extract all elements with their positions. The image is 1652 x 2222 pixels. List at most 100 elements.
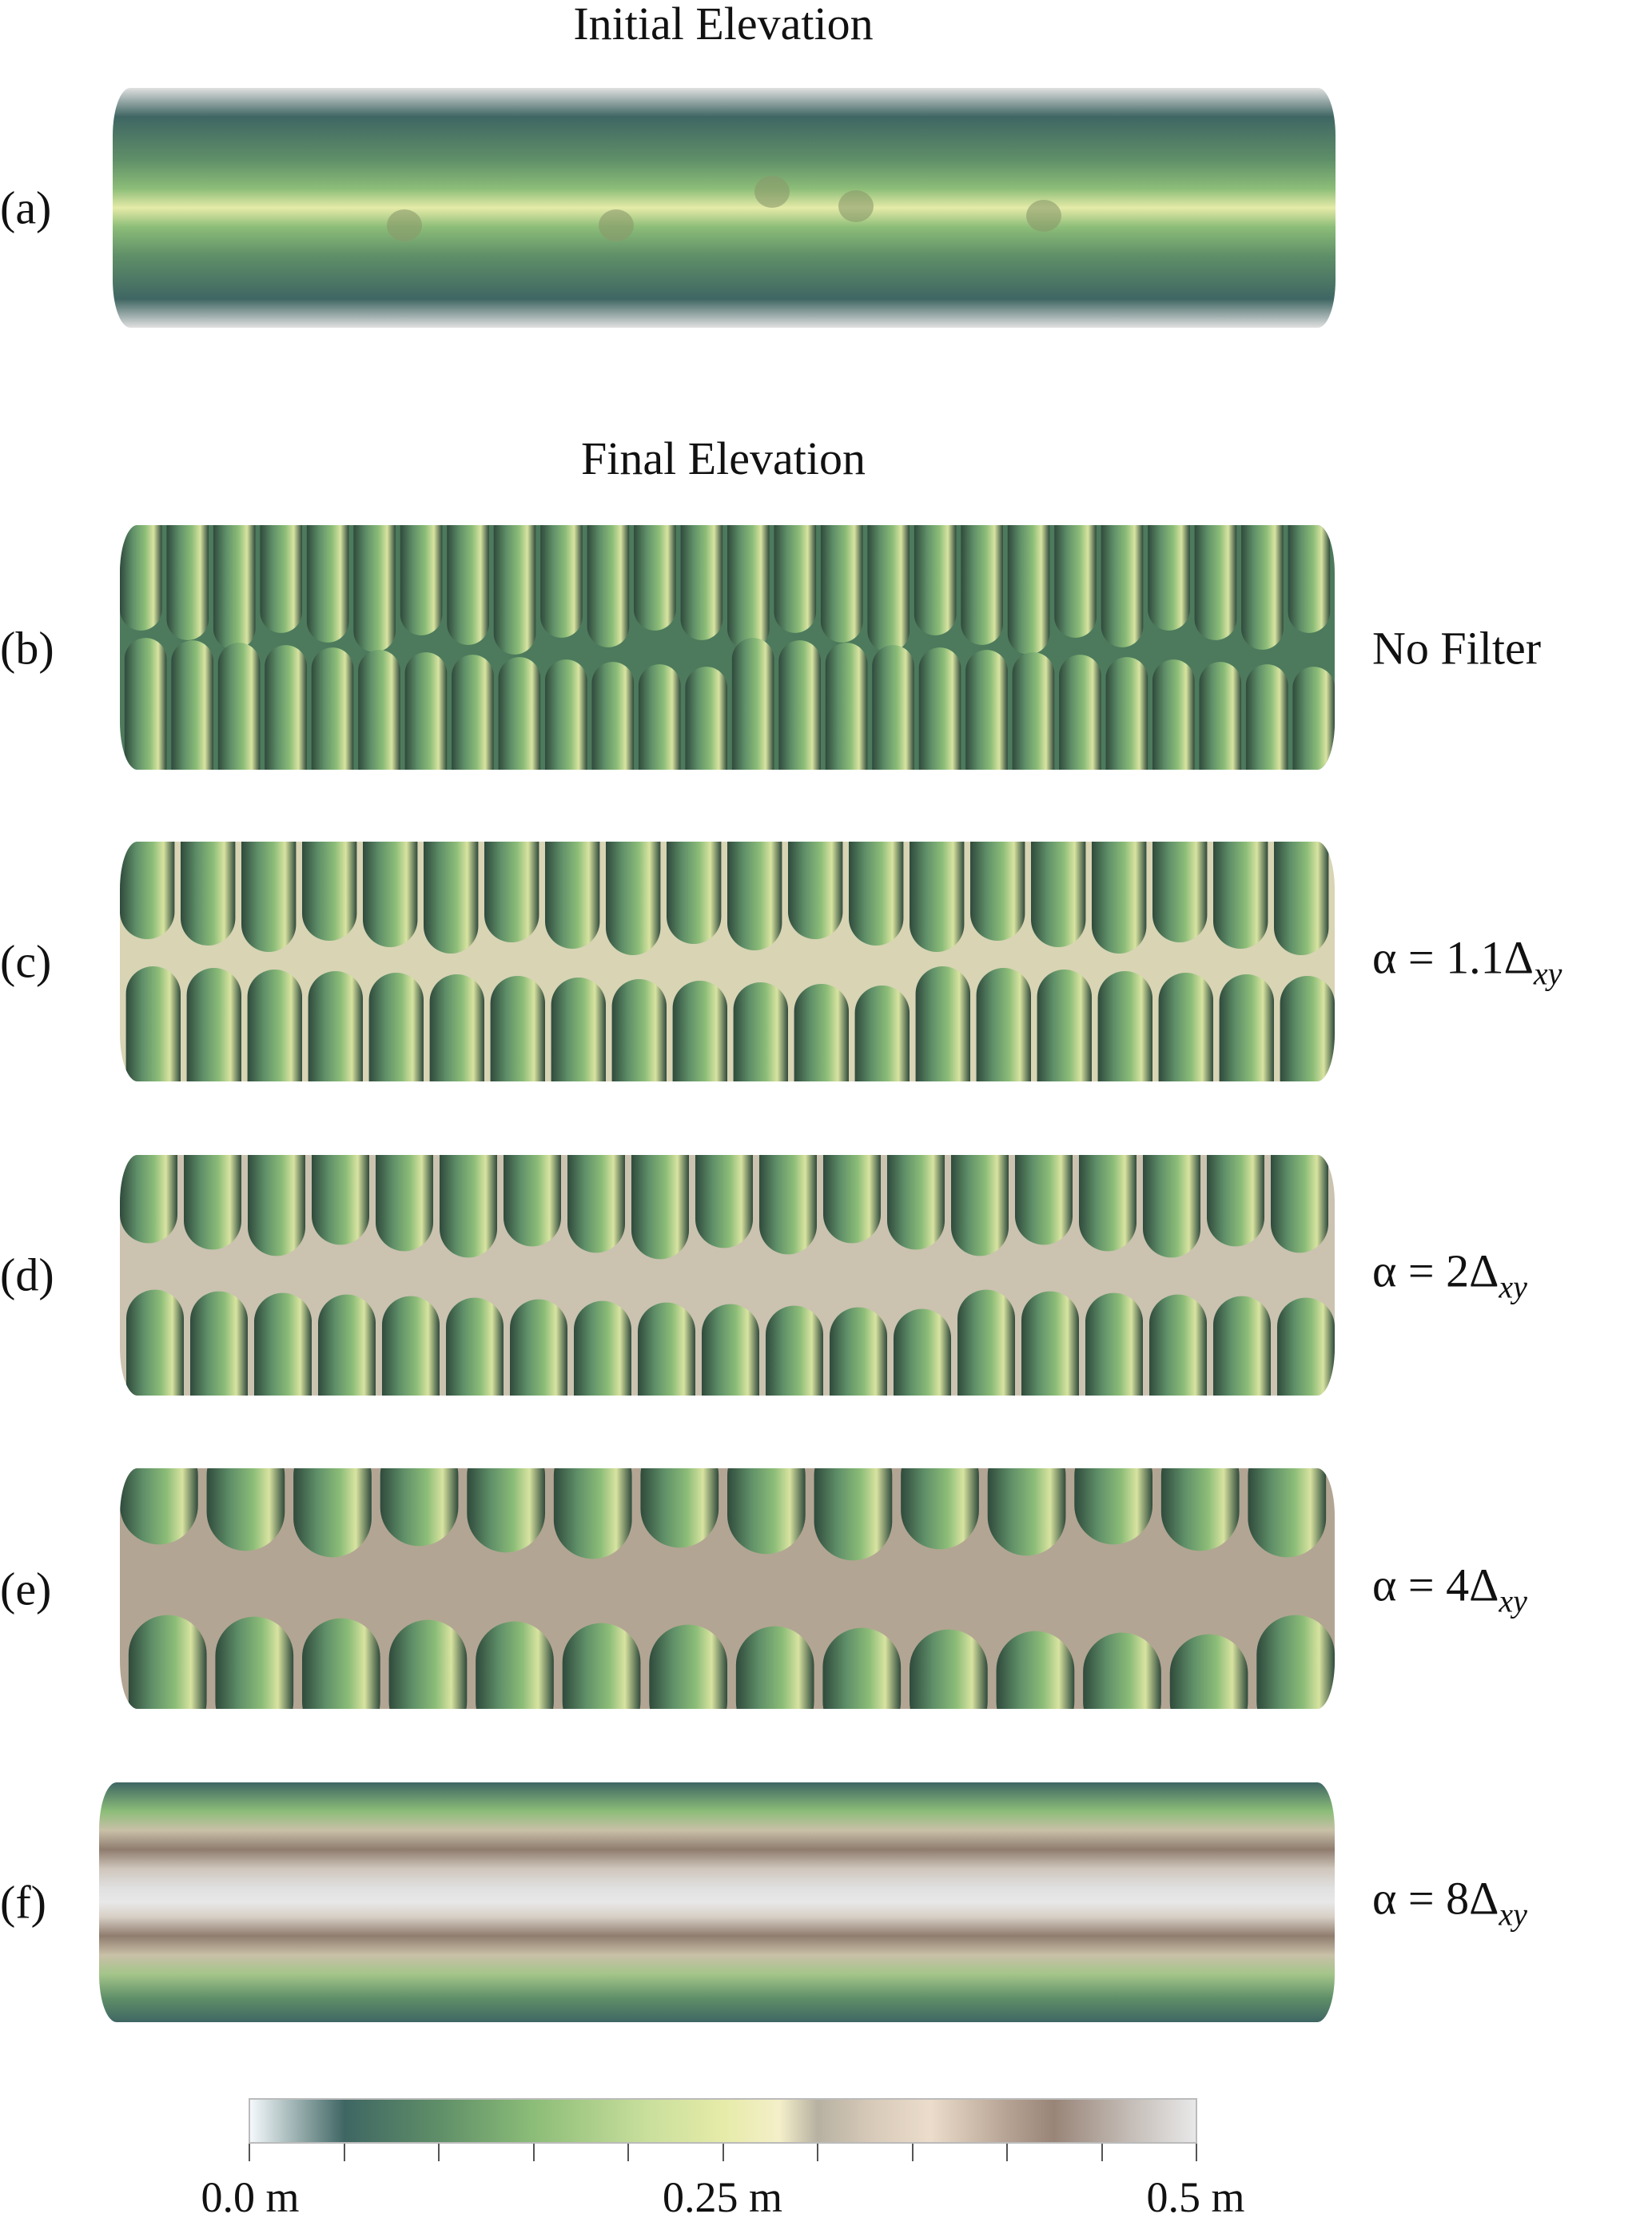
- filter-label-b: No Filter: [1372, 622, 1542, 675]
- ripple-bottom: [368, 973, 424, 1081]
- ripple-bottom: [1085, 1292, 1143, 1396]
- ripple-top: [166, 525, 209, 640]
- ripple-top: [640, 1468, 719, 1548]
- ripple-bottom: [1083, 1632, 1161, 1709]
- ripple-top: [400, 525, 443, 635]
- ripple-bottom: [778, 640, 821, 770]
- ripple-top: [634, 525, 676, 631]
- ripple-top: [695, 1155, 753, 1248]
- ripple-bottom: [490, 976, 546, 1081]
- ripple-bottom: [766, 1305, 823, 1396]
- ripple-top: [914, 525, 957, 635]
- ripple-bottom: [638, 664, 681, 770]
- ripple-bottom: [1245, 664, 1288, 770]
- ripple-bottom: [452, 655, 494, 770]
- ripple-top: [1152, 842, 1208, 942]
- ripple-bottom: [308, 971, 364, 1081]
- ripple-bottom: [1158, 973, 1213, 1081]
- ripple-bottom: [1213, 1296, 1271, 1396]
- ripple-top: [120, 842, 175, 939]
- ripple-bottom: [918, 647, 961, 770]
- ripple-bottom: [574, 1300, 631, 1396]
- ripple-bottom: [388, 1619, 468, 1709]
- ripple-bottom: [311, 647, 354, 770]
- bump: [387, 209, 422, 241]
- ripple-bottom: [125, 966, 181, 1081]
- ripple-bottom: [302, 1618, 380, 1709]
- ripple-bottom: [649, 1624, 727, 1709]
- ripple-top: [631, 1155, 689, 1260]
- ripple-top: [961, 525, 1003, 645]
- ripple-top: [680, 525, 723, 640]
- ripple-top: [987, 1468, 1066, 1556]
- ripple-bottom: [872, 645, 914, 770]
- bump: [599, 209, 634, 241]
- ripple-bottom: [551, 978, 606, 1081]
- ripple-bottom: [404, 652, 448, 770]
- ripple-bottom: [510, 1299, 567, 1396]
- panel-label-a: (a): [0, 181, 52, 234]
- ripple-top: [1274, 842, 1329, 955]
- ripple-top: [1207, 1155, 1264, 1247]
- ripple-top: [970, 842, 1025, 941]
- colorbar-tick: [343, 2144, 345, 2161]
- ripple-bottom: [1012, 652, 1055, 770]
- colorbar-tick: [817, 2144, 818, 2161]
- ripple-top: [293, 1468, 372, 1558]
- ripple-top: [184, 1155, 241, 1250]
- ripple-top: [774, 525, 817, 633]
- ripple-bottom: [190, 1291, 248, 1396]
- filter-label-d: α = 2Δxy: [1372, 1244, 1527, 1305]
- ripple-top: [1074, 1468, 1153, 1545]
- ripple-top: [248, 1155, 305, 1256]
- final-elevation-alpha-8-panel: [99, 1782, 1335, 2022]
- ripple-bottom: [446, 1297, 504, 1396]
- ripple-bottom: [1149, 1294, 1207, 1396]
- ripple-top: [1271, 1155, 1328, 1253]
- panel-label-f: (f): [0, 1876, 46, 1929]
- ripple-top: [1248, 1468, 1327, 1558]
- ripple-bottom: [735, 1626, 814, 1709]
- ripple-top: [467, 1468, 545, 1553]
- ripple-bottom: [1219, 974, 1274, 1081]
- ripple-top: [1288, 525, 1331, 633]
- ripple-top: [867, 525, 910, 652]
- colorbar-tick: [722, 2144, 724, 2161]
- final-elevation-alpha-2-panel: [120, 1155, 1335, 1396]
- colorbar-tick: [249, 2144, 250, 2161]
- bump: [754, 176, 790, 208]
- colorbar-label-min: 0.0 m: [201, 2173, 300, 2221]
- ripple-bottom: [685, 667, 728, 770]
- ripple-bottom: [171, 640, 213, 770]
- ripple-bottom: [894, 1308, 951, 1396]
- panel-label-b: (b): [0, 622, 54, 675]
- ripple-bottom: [1097, 971, 1152, 1081]
- initial-elevation-title: Initial Elevation: [573, 0, 874, 50]
- ripple-top: [814, 1468, 893, 1561]
- ripple-bottom: [186, 968, 241, 1081]
- ripple-top: [447, 525, 489, 645]
- final-elevation-title: Final Elevation: [581, 432, 866, 484]
- ripple-top: [1143, 1155, 1200, 1258]
- colorbar-tick: [1101, 2144, 1103, 2161]
- ripple-bottom: [247, 970, 303, 1081]
- ripple-bottom: [731, 638, 774, 770]
- ripple-bottom: [1256, 1615, 1335, 1709]
- final-elevation-no-filter-panel: [120, 525, 1335, 770]
- ripple-top: [120, 1468, 198, 1545]
- ripple-top: [213, 525, 256, 650]
- ripple-bottom: [672, 981, 727, 1081]
- ripple-bottom: [822, 1627, 902, 1709]
- ripple-top: [181, 842, 236, 946]
- ripple-bottom: [498, 657, 541, 770]
- ripple-top: [667, 842, 722, 944]
- ripple-top: [1148, 525, 1190, 631]
- ripple-bottom: [124, 638, 167, 770]
- ripple-top: [567, 1155, 625, 1253]
- final-elevation-alpha-4-panel: [120, 1468, 1335, 1709]
- ripple-top: [312, 1155, 369, 1245]
- ripple-top: [1015, 1155, 1073, 1245]
- ripple-bottom: [591, 662, 635, 770]
- elevation-surface: [99, 1782, 1335, 2022]
- ripple-top: [302, 842, 357, 941]
